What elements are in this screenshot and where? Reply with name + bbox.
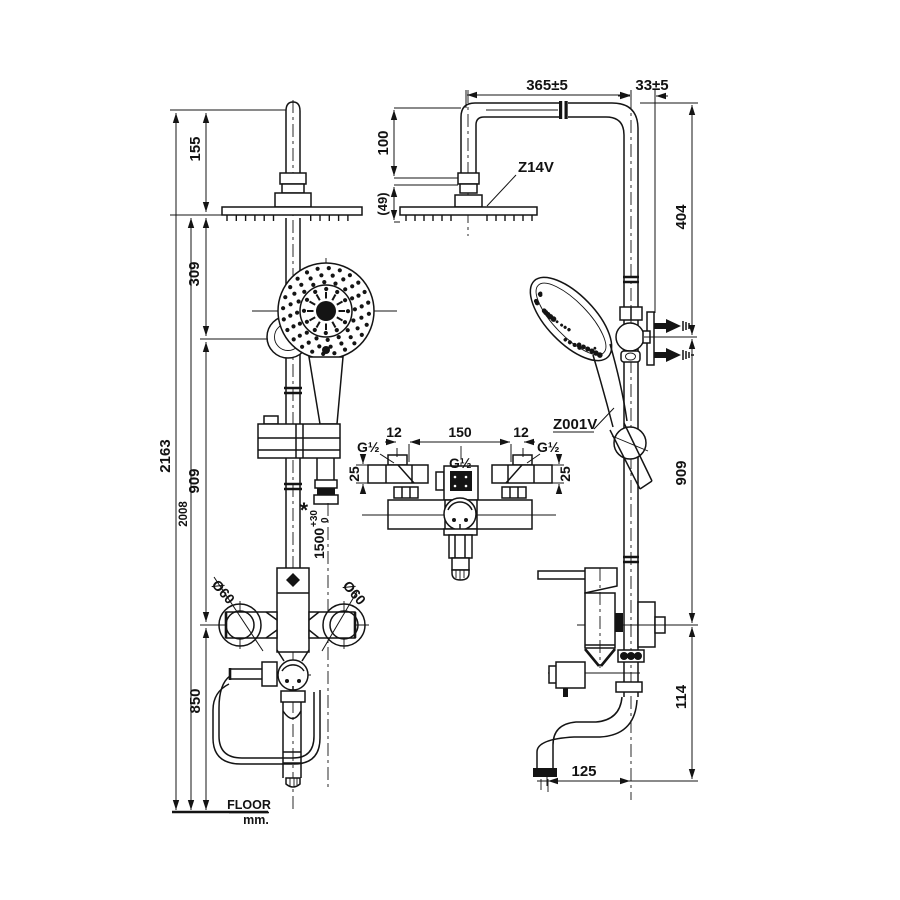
hose-tol-lower: 0 <box>320 517 331 523</box>
slide-bracket-side <box>613 426 647 460</box>
dim-offset-left: 12 <box>386 424 402 440</box>
dim-overall-height: 2163 <box>157 439 174 472</box>
dim-arm-drop: 100 <box>375 130 392 155</box>
dim-spout-reach: 125 <box>571 763 596 780</box>
hand-shower-code: Z001V <box>553 416 597 433</box>
dim-mid-span: 909 <box>673 460 690 485</box>
hose-length: 1500 <box>311 528 327 559</box>
wall-bracket <box>615 306 697 366</box>
dim-pipe-top: 155 <box>187 136 204 161</box>
dim-head-to-holder: 309 <box>186 261 203 286</box>
mounting-screw-bottom <box>654 348 694 362</box>
valve-detail: 150 12 12 G½ G½ G½ 25 25 <box>346 424 573 582</box>
shower-hose-loop <box>212 683 321 765</box>
dim-bar-length: 909 <box>186 468 203 493</box>
mixer-side <box>533 567 666 792</box>
dim-head-height: 2008 <box>178 501 190 527</box>
hand-shower-side <box>529 276 653 490</box>
rain-shower-head-front <box>221 206 363 221</box>
overhead-shower-code: Z14V <box>518 159 554 176</box>
hose-tol-upper: +30 <box>309 510 320 527</box>
spray-face-dots <box>281 266 371 356</box>
mixer-front <box>212 567 369 788</box>
side-view-arm: 100 (49) 365±5 Z14V <box>375 77 639 236</box>
dim-head-thickness: (49) <box>375 192 390 215</box>
dim-mixer-height: 850 <box>187 688 204 713</box>
slide-bracket-front <box>257 415 341 459</box>
tub-spout <box>552 696 623 768</box>
thread-left-label: G½ <box>357 439 380 455</box>
dim-top-offset: 33±5 <box>635 77 668 94</box>
thread-right-label: G½ <box>537 439 560 455</box>
hose-note-mark: * <box>300 499 309 522</box>
dim-arm-reach: 365±5 <box>526 77 568 94</box>
floor-units-label: mm. <box>243 813 269 827</box>
front-head-connector <box>274 172 312 208</box>
dim-upper-span: 404 <box>673 204 690 230</box>
floor-label: FLOOR <box>227 798 271 812</box>
dim-inlet-height-right: 25 <box>557 466 573 482</box>
rain-shower-head-side <box>399 206 538 221</box>
thread-center-label: G½ <box>449 455 472 471</box>
mounting-screw-top <box>654 319 694 333</box>
hand-shower-front <box>252 258 397 505</box>
dim-inlet-height-left: 25 <box>346 466 362 482</box>
dim-inlet-span: 150 <box>448 424 472 440</box>
dim-lower-span: 114 <box>673 684 690 709</box>
side-view-riser: Z001V <box>529 77 698 800</box>
dim-flange-left: Ø60 <box>209 576 239 607</box>
dim-offset-right: 12 <box>513 424 529 440</box>
front-view: FLOOR mm. <box>172 100 397 827</box>
